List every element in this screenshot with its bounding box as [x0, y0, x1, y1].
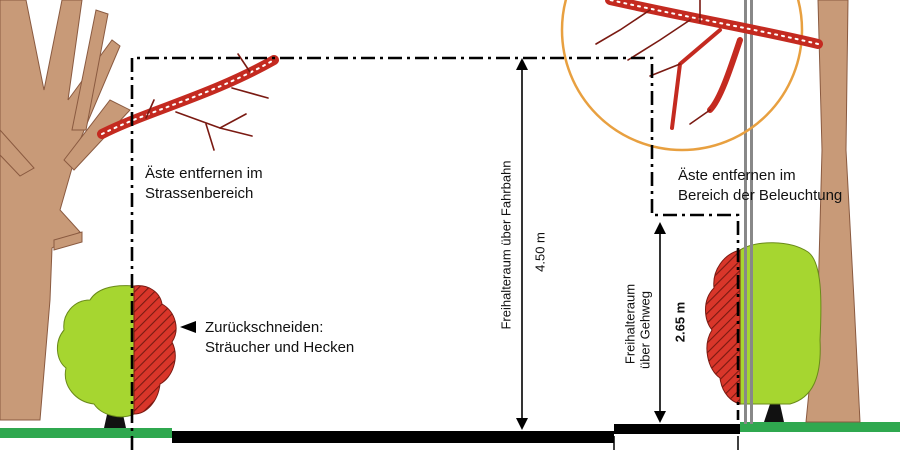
- right-shrub-cut-zone: [705, 249, 741, 405]
- trim-pointer-arrow: [180, 321, 196, 333]
- street-cut-branches: [97, 53, 279, 151]
- right-shrub: [705, 242, 822, 422]
- left-tree-branch: [63, 99, 131, 171]
- sidewalk-surface: [614, 424, 740, 434]
- road-clearance-dimension: [516, 58, 528, 430]
- lighting-branches-label-line: Äste entfernen im: [678, 167, 796, 184]
- street-branches-label-line: Strassenbereich: [145, 185, 254, 202]
- left-tree-branch: [53, 231, 83, 251]
- road-clearance-value: 4.50 m: [532, 232, 548, 272]
- sidewalk-clearance-value: 2.65 m: [672, 301, 688, 343]
- sidewalk-clearance-dimension: [654, 222, 666, 423]
- clearance-envelope: [130, 56, 740, 450]
- left-shrub: [57, 285, 177, 428]
- lighting-cut-branches: [595, 0, 823, 130]
- street-branches-label: Äste entfernen im Strassenbereich: [145, 164, 263, 204]
- sidewalk-clearance-label-line: Freihalteraum: [622, 283, 638, 365]
- street-lamp-pole: [744, 0, 753, 424]
- trim-shrubs-label-line: Zurückschneiden:: [205, 319, 324, 336]
- grass-left: [0, 428, 172, 438]
- left-shrub-foliage: [57, 285, 135, 418]
- grass-right: [740, 422, 900, 432]
- trim-shrubs-label-line: Sträucher und Hecken: [205, 339, 355, 356]
- lamp-clearance-circle: [560, 0, 804, 152]
- left-shrub-cut-zone: [133, 285, 177, 415]
- road-surface: [172, 431, 614, 443]
- sidewalk-clearance-label-line: über Gehweg: [637, 290, 653, 370]
- right-shrub-foliage: [739, 242, 822, 405]
- trim-shrubs-label: Zurückschneiden: Sträucher und Hecken: [205, 318, 354, 358]
- street-branches-label-line: Äste entfernen im: [145, 165, 263, 182]
- left-tree-branch: [0, 129, 35, 177]
- left-tree: [0, 0, 131, 421]
- right-shrub-trunk: [764, 404, 784, 422]
- left-tree-branch: [71, 9, 109, 131]
- lighting-branches-label-line: Bereich der Beleuchtung: [678, 187, 843, 204]
- lighting-branches-label: Äste entfernen im Bereich der Beleuchtun…: [678, 166, 842, 206]
- road-clearance-label: Freihalteraum über Fahrbahn: [498, 160, 514, 330]
- ground: [0, 422, 900, 443]
